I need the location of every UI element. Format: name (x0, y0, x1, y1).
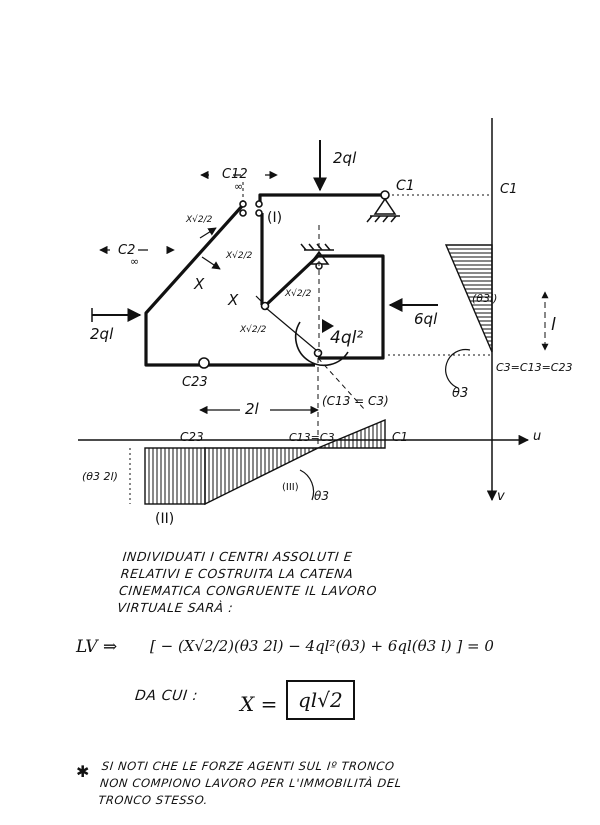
hinge-c23 (198, 357, 210, 369)
c23-label: C23 (182, 375, 208, 390)
x-sqrt2-label-3: X√2/2 (284, 288, 312, 299)
footnote: SI NOTI CHE LE FORZE AGENTI SUL Iº TRONC… (97, 758, 404, 809)
dim-l-label: l (551, 315, 556, 335)
note-line-3: CINEMATICA CONGRUENTE IL LAVORO (118, 583, 378, 598)
load-right-label: 6ql (414, 310, 438, 328)
result-box: ql√2 (286, 680, 355, 720)
diag-c23-label: C23 (180, 430, 204, 444)
tronco-1-label: (I) (267, 210, 282, 226)
moment: 4ql² (294, 319, 363, 367)
note-text: INDIVIDUATI I CENTRI ASSOLUTI E RELATIVI… (116, 548, 381, 616)
moment-label: 4ql² (330, 328, 363, 348)
load-right: 6ql (388, 298, 438, 328)
x-sqrt2-label-4: X√2/2 (239, 324, 267, 335)
c1-axis-label: C1 (500, 182, 517, 197)
vertical-axis: v (486, 118, 505, 504)
support-c1 (366, 197, 400, 223)
c2-sub: ∞ (130, 255, 139, 268)
c1-label: C1 (396, 178, 415, 194)
tronco-2-label: (II) (155, 511, 174, 527)
theta3-bottom-label: θ3 (314, 489, 329, 503)
load-top-label: 2ql (333, 149, 357, 167)
diag-c1-label: C1 (392, 430, 408, 444)
result-lhs: X = (240, 692, 278, 716)
axis-u-label: u (533, 429, 541, 444)
c3-eq-label: C3=C13=C23 (496, 361, 572, 374)
x-sqrt2-label-1: X√2/2 (185, 214, 213, 225)
x-label-right: X (227, 291, 239, 309)
note-line-4: VIRTUALE SARÀ : (116, 600, 235, 615)
axis-v-label: v (497, 489, 505, 504)
theta3-2l-label: (θ3 2l) (82, 470, 118, 483)
hinge-top-2 (239, 209, 247, 217)
hinge-top (255, 200, 263, 208)
x-sqrt2-label-2: X√2/2 (225, 250, 253, 261)
asterisk: ✱ (76, 762, 90, 781)
load-left: 2ql (90, 308, 142, 343)
beam-tronco-1 (258, 193, 385, 205)
dashed-c13-1 (317, 357, 366, 411)
frame-left (144, 203, 315, 367)
c12-label: C12 (222, 167, 248, 182)
c13-c3-label: (C13 = C3) (322, 394, 389, 408)
dim-2l: 2l (199, 400, 319, 418)
c2-marker: C2 ∞ (99, 243, 175, 268)
frame-right (264, 254, 385, 360)
rotation-diagram-v: (θ3l) l C3=C13=C23 θ3 (444, 244, 572, 401)
note-line-1: INDIVIDUATI I CENTRI ASSOLUTI E (121, 549, 354, 564)
theta3-l-label: (θ3l) (472, 292, 497, 305)
rotation-diagram-u: (θ3 2l) (II) (III) θ3 (82, 418, 386, 527)
horizontal-axis: u C23 C13=C3 C1 (78, 429, 541, 446)
theta3-right-label: θ3 (452, 386, 468, 401)
c12-marker: C12 ∞ (200, 167, 278, 202)
footnote-line-1: SI NOTI CHE LE FORZE AGENTI SUL Iº TRONC… (101, 759, 396, 773)
dim-2l-label: 2l (245, 400, 260, 418)
c12-sub: ∞ (234, 180, 243, 193)
lv-label: LV ⇒ (76, 637, 118, 657)
equation: [ − (X√2/2)(θ3 2l) − 4ql²(θ3) + 6ql(θ3 l… (150, 637, 494, 655)
footnote-line-3: TRONCO STESSO. (97, 793, 209, 807)
hinge-top-3 (255, 209, 263, 217)
diag-c13-label: C13=C3 (289, 431, 335, 444)
load-left-label: 2ql (90, 325, 114, 343)
structure-diagram: v (78, 118, 572, 527)
hinge-c13 (313, 348, 323, 358)
load-top: 2ql (313, 140, 357, 192)
c2-label: C2 (118, 243, 135, 258)
footnote-line-2: NON COMPIONO LAVORO PER L'IMMOBILITÀ DEL (99, 776, 403, 790)
note-line-2: RELATIVI E COSTRUITA LA CATENA (120, 566, 355, 581)
hinge-inner (260, 301, 270, 311)
da-cui: DA CUI : (134, 688, 199, 704)
tronco-3-label: (III) (282, 482, 299, 493)
x-label-left: X (193, 275, 205, 293)
